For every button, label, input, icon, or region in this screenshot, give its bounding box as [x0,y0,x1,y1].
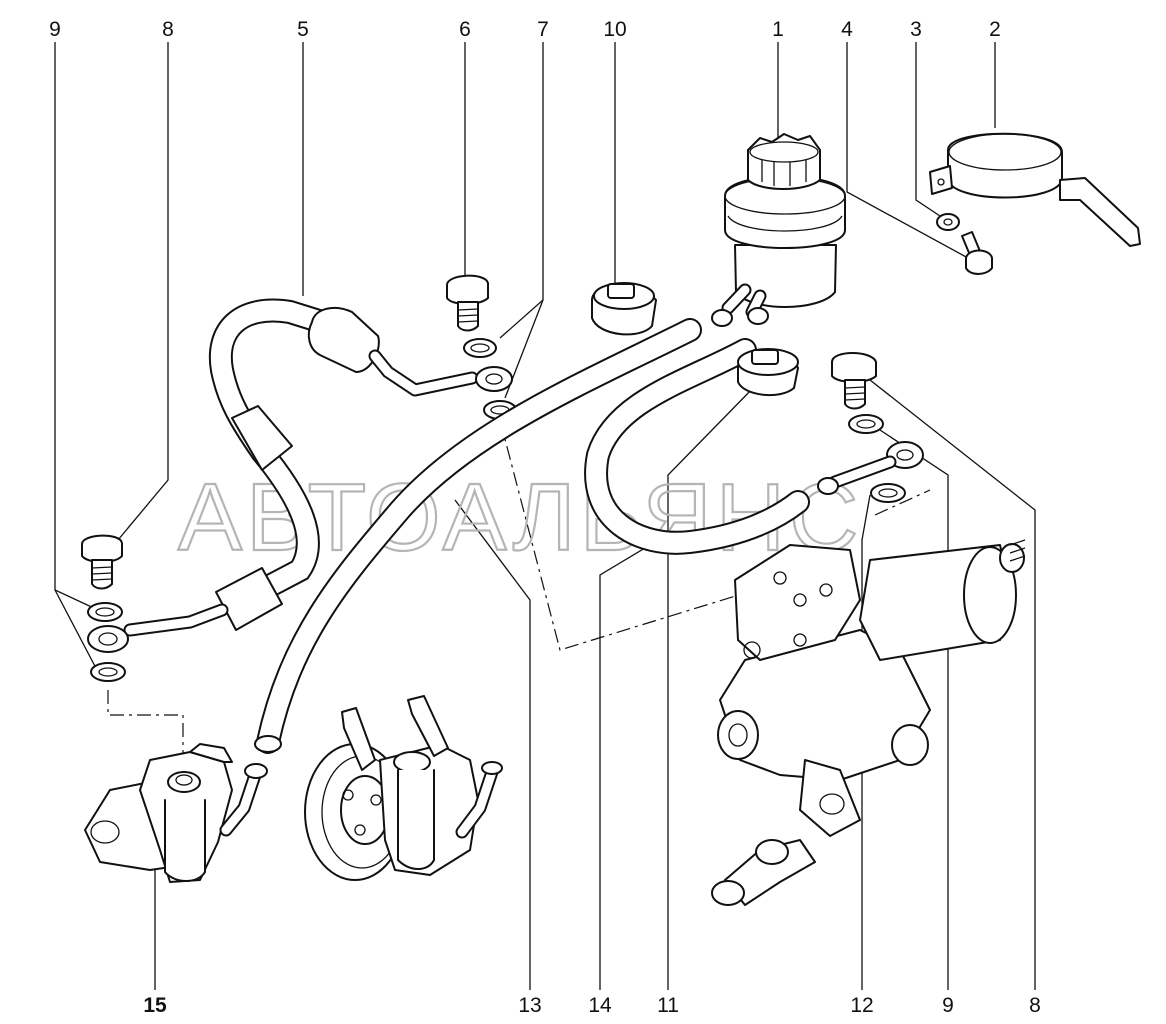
callout-8-bottom: 8 [1029,994,1041,1017]
part-11-hose-clamp [737,348,799,397]
assembly-axis-lines [107,419,931,760]
callout-6: 6 [459,18,471,41]
callout-2: 2 [989,18,1001,41]
part-4-bolt [961,231,993,275]
callout-15: 15 [143,994,167,1017]
callout-3: 3 [910,18,922,41]
part-5-pressure-hose [87,298,513,653]
part-9-washers-pump [87,602,126,682]
callout-10: 10 [603,18,626,41]
part-8-bolt-pump [81,534,123,590]
part-2-bracket [929,132,1141,247]
callout-12: 12 [850,994,873,1017]
callout-5: 5 [297,18,309,41]
part-15-pump [84,743,268,883]
part-14-suction-hose [584,338,810,555]
part-12-banjo-fitting [817,441,924,495]
steering-gear-assembly [711,539,1026,906]
pump-assembled-view [304,695,503,881]
callout-8-top: 8 [162,18,174,41]
callout-labels: 9 8 5 6 7 10 1 4 3 2 15 13 14 11 12 9 8 [49,18,1041,1017]
part-6-banjo-bolt [446,274,489,332]
callout-11: 11 [657,994,679,1017]
leader-lines [54,42,1036,990]
callout-9-bottom: 9 [942,994,954,1017]
part-1-reservoir [711,133,846,327]
callout-13: 13 [518,994,541,1017]
callout-4: 4 [841,18,853,41]
callout-9-top: 9 [49,18,61,41]
callout-1: 1 [772,18,784,41]
part-13-return-hose [254,318,702,754]
callout-14: 14 [588,994,612,1017]
part-10-hose-clamp [591,282,657,336]
part-8-bolt-gear [831,352,877,410]
callout-7: 7 [537,18,549,41]
part-9-washers-gear [848,414,906,503]
part-3-lock-washer [936,213,960,231]
